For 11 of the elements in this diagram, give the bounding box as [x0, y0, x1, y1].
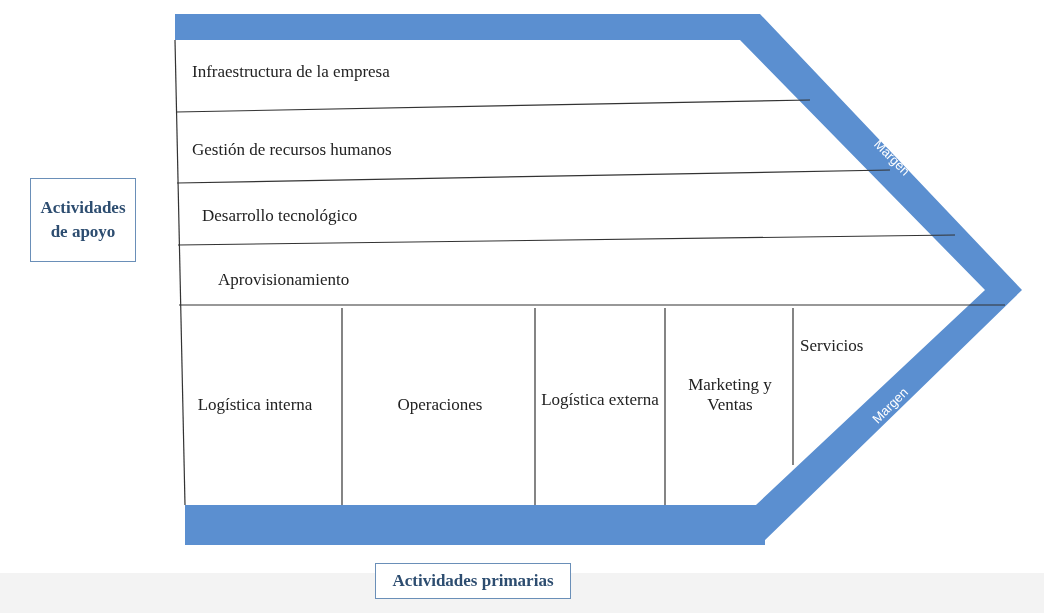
inbound-logistics-column: Logística interna	[190, 370, 320, 440]
operations-column: Operaciones	[350, 385, 530, 425]
hr-row: Gestión de recursos humanos	[192, 140, 592, 166]
services-column: Servicios	[800, 336, 920, 366]
outbound-logistics-column: Logística externa	[540, 365, 660, 435]
technology-row: Desarrollo tecnológico	[202, 206, 602, 232]
infrastructure-row: Infraestructura de la empresa	[192, 62, 592, 88]
marketing-sales-column: Marketing y Ventas	[670, 350, 790, 440]
support-activities-label: Actividades de apoyo	[30, 178, 136, 262]
primary-activities-label: Actividades primarias	[375, 563, 571, 599]
procurement-row: Aprovisionamiento	[218, 270, 618, 296]
